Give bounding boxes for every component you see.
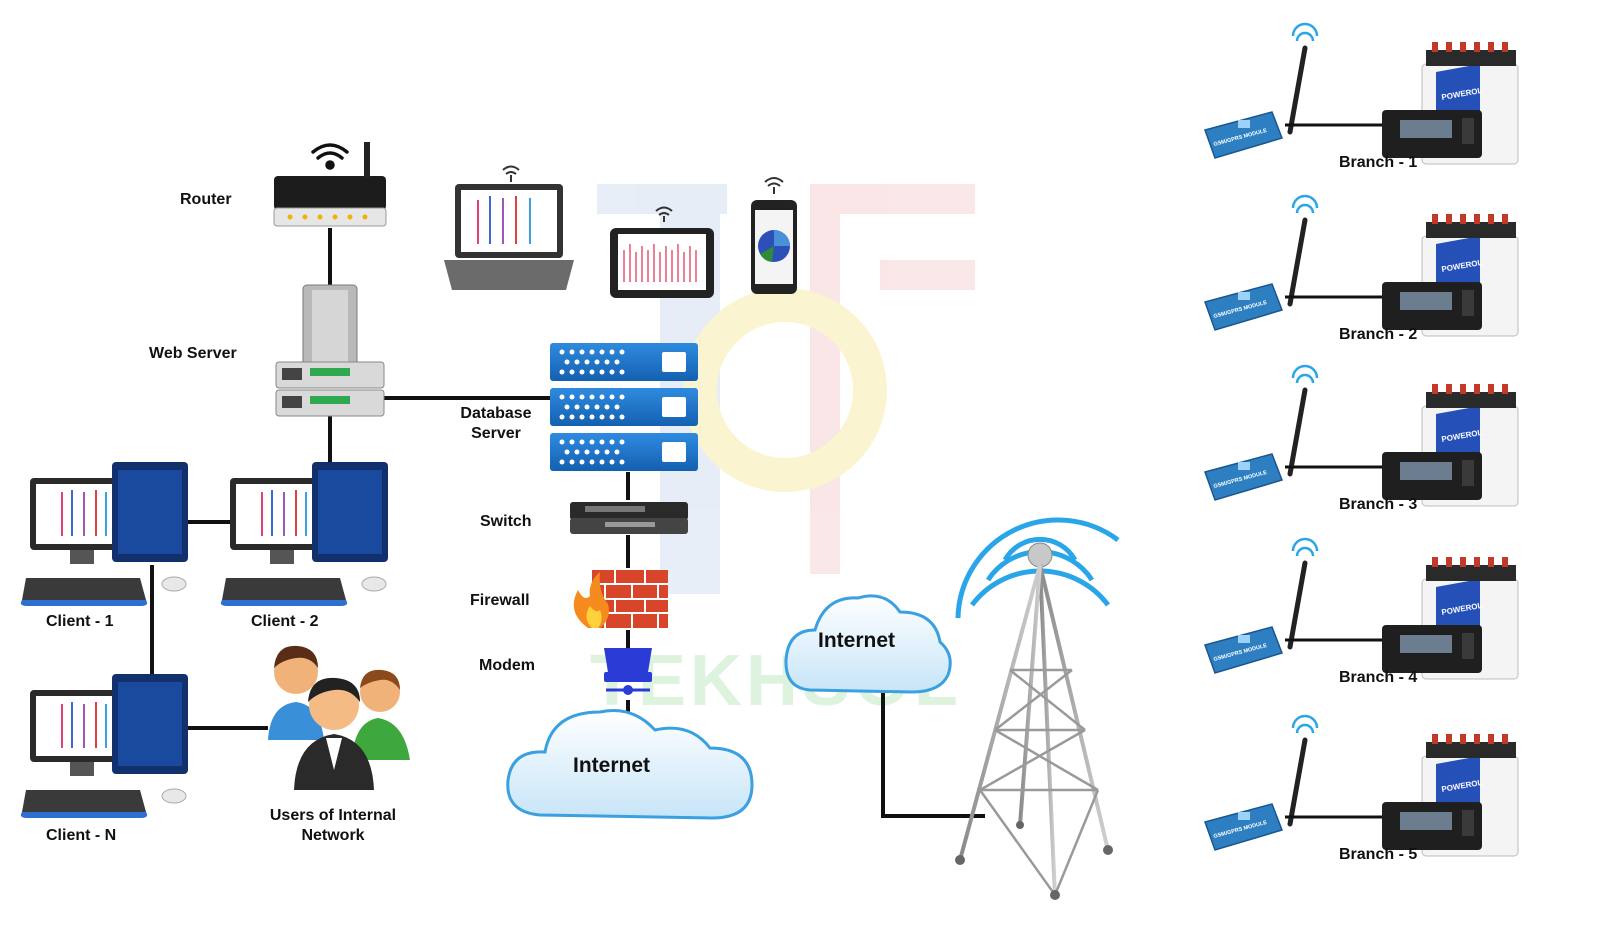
tablet-device xyxy=(610,206,714,298)
cell-tower xyxy=(955,517,1120,900)
users-group-icon xyxy=(268,645,410,790)
client-1-label: Client - 1 xyxy=(46,613,114,630)
modem-device xyxy=(604,648,652,695)
branch-3-label: Branch - 3 xyxy=(1339,496,1418,513)
branch-signal-icon xyxy=(1291,714,1319,734)
laptop-signal-icon xyxy=(502,165,520,182)
users-label: Users of Internal Network xyxy=(258,806,408,846)
internet-cloud-tower xyxy=(784,594,952,694)
branch-signal-icon xyxy=(1291,22,1319,42)
connection-lines xyxy=(150,228,985,818)
wifi-icon xyxy=(311,143,349,170)
client-2-label: Client - 2 xyxy=(251,613,319,630)
router-device xyxy=(273,142,387,227)
database-server-label-line2: Server xyxy=(471,425,521,442)
phone-signal-icon xyxy=(764,177,784,194)
client-1-computer xyxy=(20,462,188,606)
client-n-label: Client - N xyxy=(46,827,117,844)
database-server-label-line1: Database xyxy=(460,405,532,422)
branch-signal-icon xyxy=(1291,364,1319,384)
branch-signal-icon xyxy=(1291,194,1319,214)
tablet-signal-icon xyxy=(655,206,673,222)
branch-2-label: Branch - 2 xyxy=(1339,326,1418,343)
branch-signal-icon xyxy=(1291,537,1319,557)
firewall-label: Firewall xyxy=(470,592,530,609)
phone-device xyxy=(751,177,797,294)
web-server-device xyxy=(275,284,385,417)
internet-modem-label: Internet xyxy=(573,754,651,777)
internet-tower-label: Internet xyxy=(818,629,896,652)
client-2-computer xyxy=(220,462,388,606)
database-server-device xyxy=(550,343,698,471)
users-label-line1: Users of Internal xyxy=(269,807,397,824)
web-server-label: Web Server xyxy=(149,345,237,362)
switch-label: Switch xyxy=(480,513,532,530)
modem-label: Modem xyxy=(479,657,535,674)
branch-5-label: Branch - 5 xyxy=(1339,846,1418,863)
laptop-device xyxy=(444,165,574,290)
branch-4-label: Branch - 4 xyxy=(1339,669,1418,686)
branch-1-label: Branch - 1 xyxy=(1339,154,1418,171)
internet-cloud-modem xyxy=(506,709,754,820)
router-label: Router xyxy=(180,191,232,208)
firewall-device xyxy=(573,570,668,628)
users-label-line2: Network xyxy=(301,827,365,844)
switch-device xyxy=(570,502,688,534)
database-server-label: Database Server xyxy=(440,404,552,444)
client-n-computer xyxy=(20,674,188,818)
